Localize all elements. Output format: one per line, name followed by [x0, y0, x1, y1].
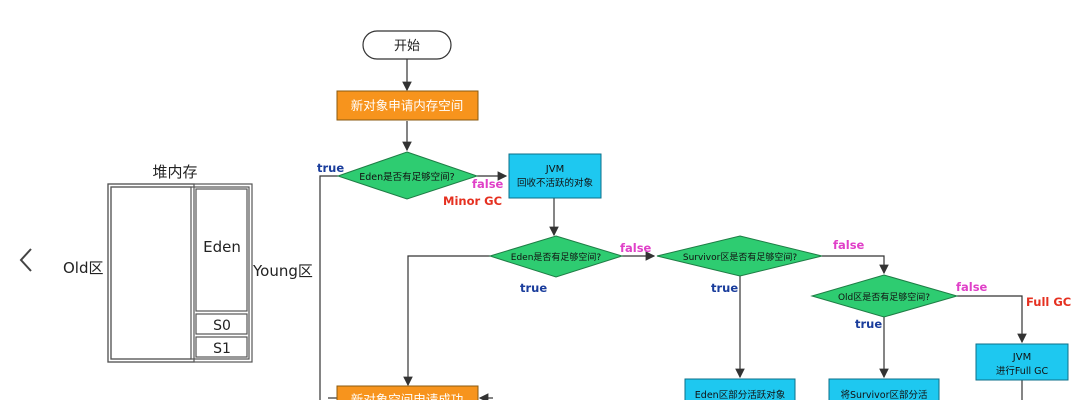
true-label-3: true — [711, 281, 738, 295]
true-label-1: true — [317, 161, 344, 175]
decision-eden-2-label: Eden是否有足够空间? — [511, 251, 602, 263]
full-gc-label: Full GC — [1026, 295, 1071, 309]
heap-title: 堆内存 — [152, 163, 197, 181]
start-label: 开始 — [394, 39, 420, 54]
survivor-move-label: 将Survivor区部分活 — [840, 389, 928, 400]
jvm-full-gc-title: JVM — [1012, 352, 1031, 363]
minor-gc-label: Minor GC — [443, 194, 502, 208]
survivor-move-node: 将Survivor区部分活 — [828, 378, 940, 400]
old-region-inner — [107, 183, 195, 363]
eden-move-label: Eden区部分活跃对象 — [695, 389, 786, 400]
jvm-minor-gc-node: JVM 回收不活跃的对象 — [508, 153, 602, 199]
s0-region — [195, 313, 248, 335]
false-label-4: false — [956, 280, 988, 294]
jvm-minor-gc-body: 回收不活跃的对象 — [517, 177, 594, 189]
eden-region — [195, 188, 248, 312]
decision-survivor-label: Survivor区是否有足够空间? — [683, 251, 797, 263]
s0-label: S0 — [213, 318, 231, 334]
true-label-4: true — [855, 317, 882, 331]
false-label-3: false — [833, 238, 865, 252]
edge-labels: true false Minor GC false true false tru… — [317, 161, 1071, 331]
decision-eden-1-label: Eden是否有足够空间? — [359, 171, 454, 183]
success-node: 新对象空间申请成功 — [336, 385, 479, 400]
start-node: 开始 — [362, 30, 452, 60]
success-label: 新对象空间申请成功 — [351, 392, 464, 400]
heap-outer-box — [107, 183, 253, 363]
old-label: Old区 — [63, 259, 104, 277]
heap-memory-diagram: 堆内存 Eden S0 S1 Old区 Young区 — [63, 163, 313, 363]
young-label: Young区 — [252, 262, 313, 280]
eden-move-node: Eden区部分活跃对象 — [684, 378, 796, 400]
new-object-node: 新对象申请内存空间 — [336, 90, 479, 121]
decision-old-label: Old区是否有足够空间? — [838, 291, 930, 303]
decision-eden-2: Eden是否有足够空间? — [488, 235, 624, 278]
s1-label: S1 — [213, 341, 231, 357]
new-object-label: 新对象申请内存空间 — [351, 98, 464, 113]
jvm-minor-gc-title: JVM — [545, 164, 564, 175]
decision-old: Old区是否有足够空间? — [810, 274, 959, 318]
jvm-full-gc-body: 进行Full GC — [996, 365, 1049, 377]
decision-survivor: Survivor区是否有足够空间? — [656, 235, 823, 277]
jvm-full-gc-node: JVM 进行Full GC — [975, 343, 1069, 381]
true-label-2: true — [520, 281, 547, 295]
eden-label: Eden — [203, 238, 241, 256]
chevron-left-icon[interactable] — [14, 243, 42, 277]
connectors — [319, 59, 1027, 400]
s1-region — [195, 336, 248, 358]
old-region — [110, 186, 192, 360]
false-label-1: false — [472, 177, 504, 191]
false-label-2: false — [620, 241, 652, 255]
decision-eden-1: Eden是否有足够空间? — [336, 151, 479, 200]
